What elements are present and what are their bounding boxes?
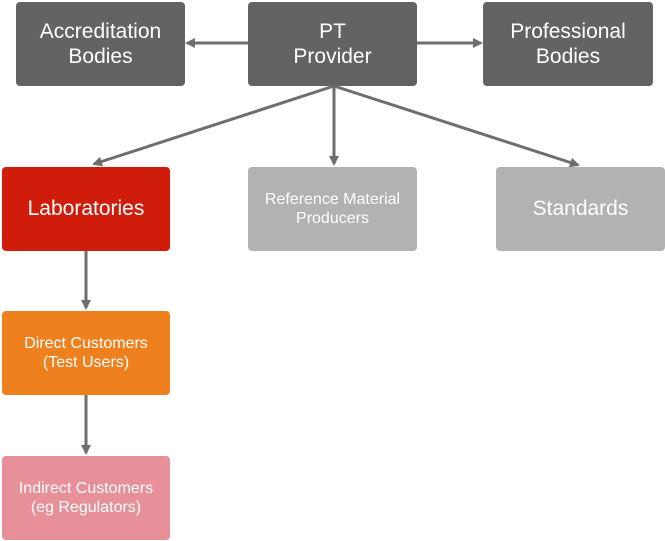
standards-node: Standards: [496, 167, 665, 251]
arrow-pt-provider-to-standards: [333, 84, 580, 168]
pt-provider-node: PT Provider: [248, 2, 417, 86]
pt-provider-label: PT Provider: [293, 19, 372, 68]
accreditation-bodies-label: Accreditation Bodies: [39, 19, 162, 68]
professional-bodies-label: Professional Bodies: [510, 19, 626, 68]
reference-material-producers-node: Reference Material Producers: [248, 167, 417, 251]
laboratories-node: Laboratories: [2, 167, 170, 251]
indirect-customers-label: Indirect Customers (eg Regulators): [18, 479, 154, 516]
arrow-pt-provider-to-laboratories: [92, 84, 335, 167]
reference-material-producers-label: Reference Material Producers: [264, 190, 401, 227]
direct-customers-node: Direct Customers (Test Users): [2, 311, 170, 395]
standards-label: Standards: [532, 197, 629, 221]
accreditation-bodies-node: Accreditation Bodies: [16, 2, 185, 86]
laboratories-label: Laboratories: [27, 197, 145, 221]
direct-customers-label: Direct Customers (Test Users): [24, 334, 148, 371]
indirect-customers-node: Indirect Customers (eg Regulators): [2, 456, 170, 540]
professional-bodies-node: Professional Bodies: [483, 2, 653, 86]
